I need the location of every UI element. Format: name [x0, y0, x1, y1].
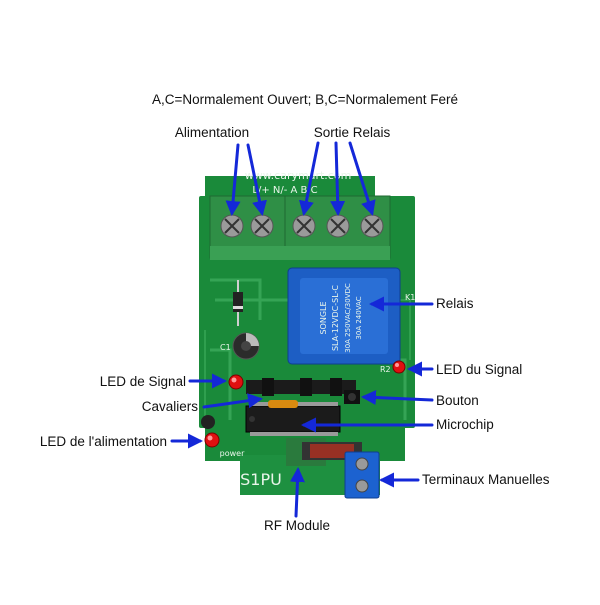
- pcb-k-mark: K1: [405, 293, 415, 302]
- screw-icon: [221, 215, 243, 237]
- label-cavaliers: Cavaliers: [142, 399, 198, 415]
- screw-icon: [327, 215, 349, 237]
- led-power: [205, 433, 219, 447]
- arrow-sortie-b: [336, 143, 338, 213]
- screw-icon: [251, 215, 273, 237]
- manual-terminal-block: [345, 452, 379, 498]
- arrow-rf-module: [296, 470, 298, 516]
- screw-icon: [293, 215, 315, 237]
- film-capacitor: [268, 400, 298, 408]
- label-terminaux-manuelles: Terminaux Manuelles: [422, 472, 550, 488]
- legend-note: A,C=Normalement Ouvert; B,C=Normalement …: [152, 92, 458, 108]
- relay-rating-text: 30A 250VAC/30VDC: [344, 283, 352, 353]
- pcb-module-name: S1PU: [240, 470, 282, 489]
- label-bouton: Bouton: [436, 393, 479, 409]
- label-rf-module: RF Module: [264, 518, 330, 534]
- led-signal-left: [229, 375, 243, 389]
- relay-brand-text: SONGLE: [319, 301, 328, 334]
- label-sortie-relais: Sortie Relais: [314, 125, 391, 141]
- push-button: [344, 390, 360, 404]
- relay-model-text: SLA-12VDC-SL-C: [331, 285, 340, 351]
- label-led-du-signal: LED du Signal: [436, 362, 522, 378]
- relay-rating-text: 30A 240VAC: [355, 296, 363, 339]
- label-led-alimentation: LED de l'alimentation: [40, 434, 167, 450]
- label-relais: Relais: [436, 296, 474, 312]
- screw-icon: [361, 215, 383, 237]
- label-microchip: Microchip: [436, 417, 494, 433]
- label-alimentation: Alimentation: [175, 125, 249, 141]
- pcb-power-mark: power: [220, 449, 245, 458]
- capacitor-component: [233, 333, 259, 359]
- small-capacitor: [201, 415, 215, 429]
- pcb-r-mark: R2: [380, 365, 391, 374]
- relay-component: SONGLE SLA-12VDC-SL-C 30A 250VAC/30VDC 3…: [288, 268, 400, 364]
- label-led-de-signal: LED de Signal: [100, 374, 186, 390]
- pcb-cap-mark: C1: [220, 343, 231, 352]
- jumper-header: [246, 378, 356, 396]
- led-signal-right: [393, 361, 405, 373]
